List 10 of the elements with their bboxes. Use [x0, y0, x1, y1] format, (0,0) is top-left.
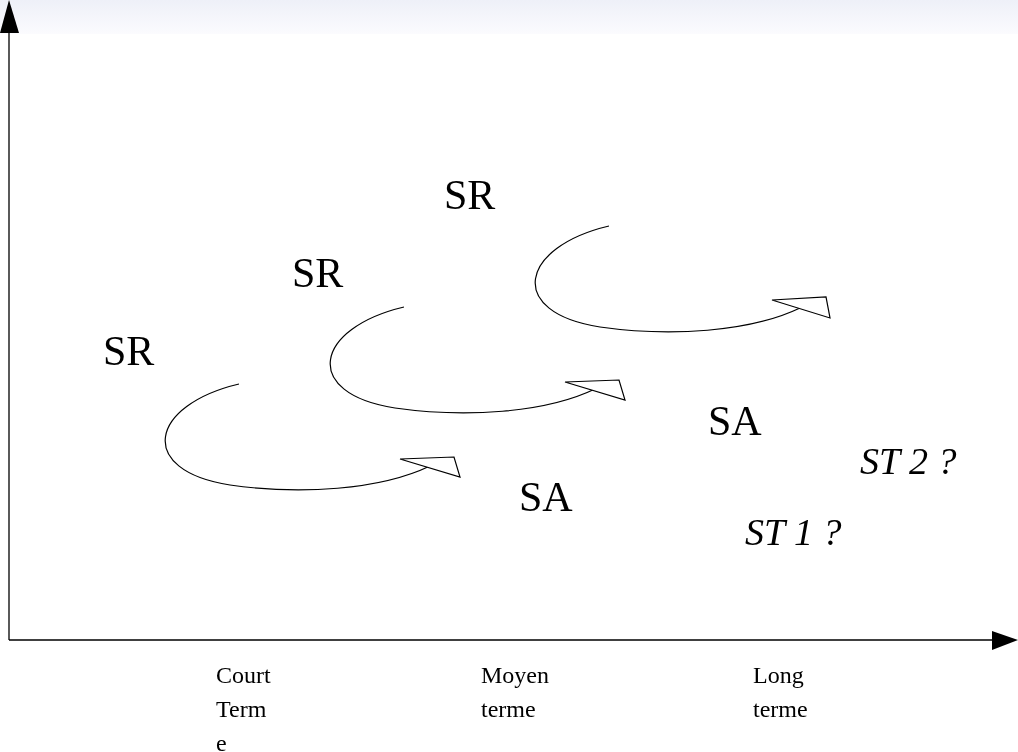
state-label: SA: [708, 400, 762, 442]
axis-tick-label: Moyen terme: [481, 661, 550, 724]
axis-tick-label: Court Terme: [216, 661, 272, 752]
state-label: SA: [519, 476, 573, 518]
state-label: SR: [292, 252, 344, 294]
scenario-label: ST 1 ?: [745, 513, 842, 551]
axis-tick-label: Long terme: [753, 661, 809, 724]
state-label: SR: [103, 330, 155, 372]
state-label: SR: [444, 174, 496, 216]
scenario-label: ST 2 ?: [860, 442, 957, 480]
